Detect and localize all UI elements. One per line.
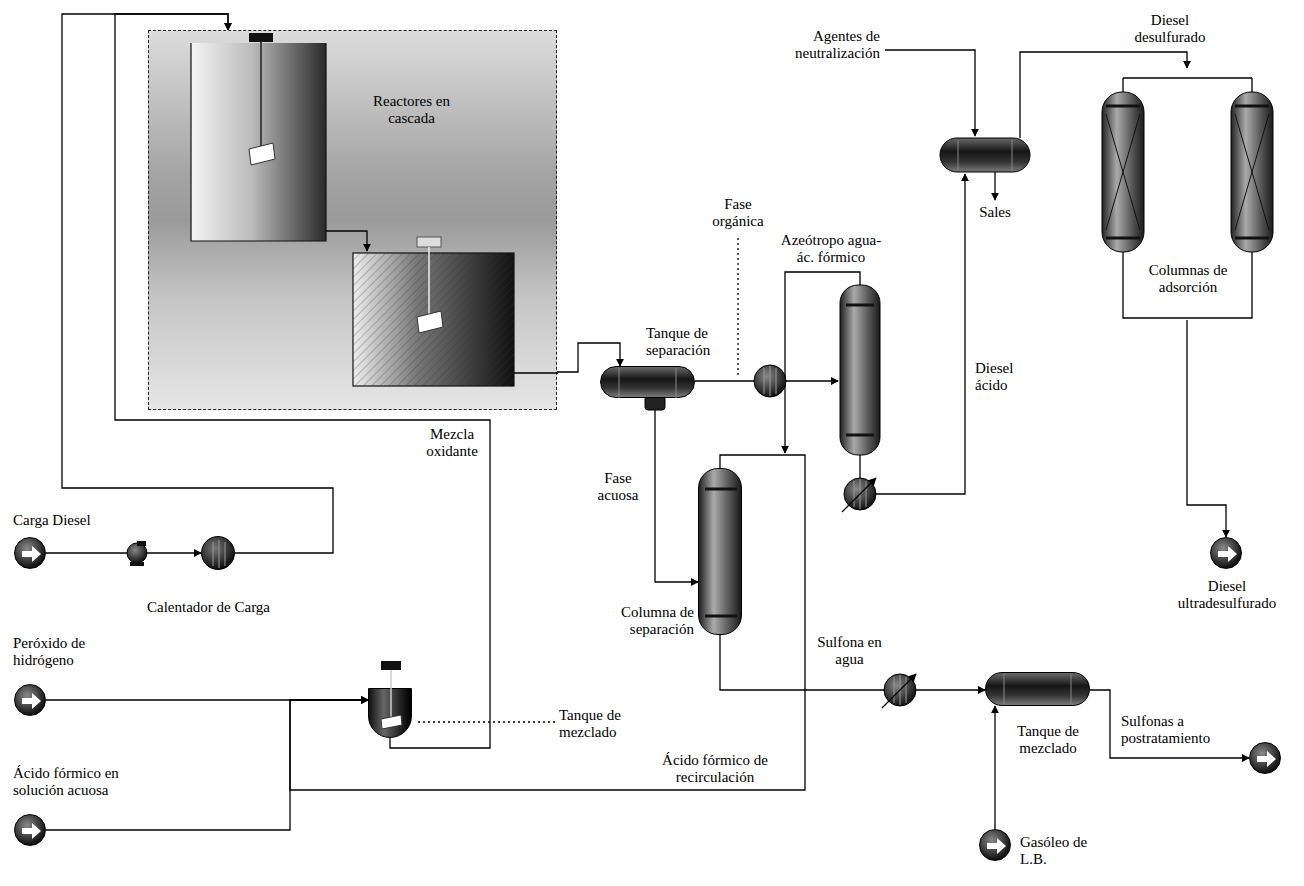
- feed-source: Gasóleo de L.B.: [979, 829, 1011, 861]
- neutralizer-drum: [940, 138, 1030, 172]
- mixing-drum: Tanque de mezclado: [985, 672, 1090, 706]
- stream-label: Diesel ácido: [975, 360, 1025, 394]
- stream-label: Azeótropo agua-ác. fórmico: [775, 232, 887, 266]
- feed-source: Carga Diesel: [14, 537, 46, 569]
- process-stream: [290, 455, 805, 790]
- column-trays: [846, 305, 874, 435]
- stream-label: Fase orgánica: [703, 196, 773, 230]
- agitator: [369, 661, 413, 741]
- stream-label: Sales: [975, 204, 1015, 221]
- heat-exchanger: [754, 365, 786, 397]
- equipment-label: Carga Diesel: [13, 512, 91, 529]
- reactor-illustration: [149, 31, 558, 411]
- flow-arrow-icon: [15, 538, 47, 570]
- stream-label: Diesel desulfurado: [1120, 12, 1220, 46]
- pump-symbol: [127, 541, 147, 566]
- leader-line: [418, 721, 555, 722]
- equipment-label: Columna de separación: [599, 604, 694, 638]
- equipment-label: Tanque de separación: [646, 325, 726, 359]
- flow-arrow-icon: [15, 815, 47, 847]
- equipment-label: Reactores en cascada: [354, 93, 469, 127]
- stream-label: Ácido fórmico de recirculación: [650, 752, 780, 786]
- column-trays: [699, 469, 743, 636]
- mixing-tank: Tanque de mezclado: [368, 688, 412, 738]
- process-stream: [994, 706, 995, 829]
- cooler-symbol: [882, 674, 916, 708]
- equipment-label: Columnas de adsorción: [1128, 262, 1248, 296]
- reactor-region: Reactores en cascada: [148, 30, 557, 410]
- acid-diesel-line: [876, 174, 965, 494]
- stream-label: Fase acuosa: [588, 470, 648, 504]
- process-stream: [655, 398, 698, 582]
- process-stream: [46, 552, 201, 553]
- stream-label: Mezcla oxidante: [418, 426, 486, 460]
- process-stream: [1187, 320, 1226, 537]
- feed-source: Ácido fórmico en solución acuosa: [14, 814, 46, 846]
- flow-arrow-icon: [1250, 743, 1282, 775]
- product-sink: Diesel ultradesulfurado: [1210, 537, 1242, 569]
- stream-label: Agentes de neutralización: [760, 28, 880, 62]
- cooler-symbol: [842, 478, 876, 512]
- exchanger-stripes: [202, 537, 236, 571]
- neutralizer-feed-line: [885, 50, 975, 136]
- equipment-label: Sulfonas a postratamiento: [1121, 713, 1241, 747]
- heater: Calentador de Carga: [201, 536, 235, 570]
- leader-line: [737, 238, 738, 376]
- feed-source: Peróxido de hidrógeno: [14, 684, 46, 716]
- equipment-label: Tanque de mezclado: [1008, 723, 1088, 757]
- equipment-label: Diesel ultradesulfurado: [1167, 578, 1287, 612]
- process-stream: [720, 635, 985, 690]
- drum-detail: [986, 673, 1091, 705]
- azeotrope-column: [840, 285, 880, 455]
- product-sink: Sulfonas a postratamiento: [1249, 742, 1281, 774]
- equipment-label: Calentador de Carga: [147, 599, 270, 616]
- equipment-label: Peróxido de hidrógeno: [13, 635, 113, 669]
- separation-drum: Tanque de separación: [600, 366, 695, 398]
- process-stream: [1090, 690, 1249, 758]
- equipment-label: Ácido fórmico en solución acuosa: [13, 765, 133, 799]
- separator-boot: [645, 396, 665, 410]
- flow-arrow-icon: [980, 830, 1012, 862]
- bottoms-line: [859, 455, 860, 478]
- equipment-label: Tanque de mezclado: [559, 707, 631, 741]
- flow-arrow-icon: [1211, 538, 1243, 570]
- salts-line: [994, 172, 995, 200]
- drum-detail: [601, 367, 696, 399]
- stripping-column: Columna de separación: [698, 468, 742, 635]
- equipment-label: Gasóleo de L.B.: [1020, 834, 1100, 868]
- adsorption-unit: Columnas de adsorción: [1098, 70, 1277, 320]
- flow-arrow-icon: [15, 685, 47, 717]
- stream-label: Sulfona en agua: [812, 634, 887, 668]
